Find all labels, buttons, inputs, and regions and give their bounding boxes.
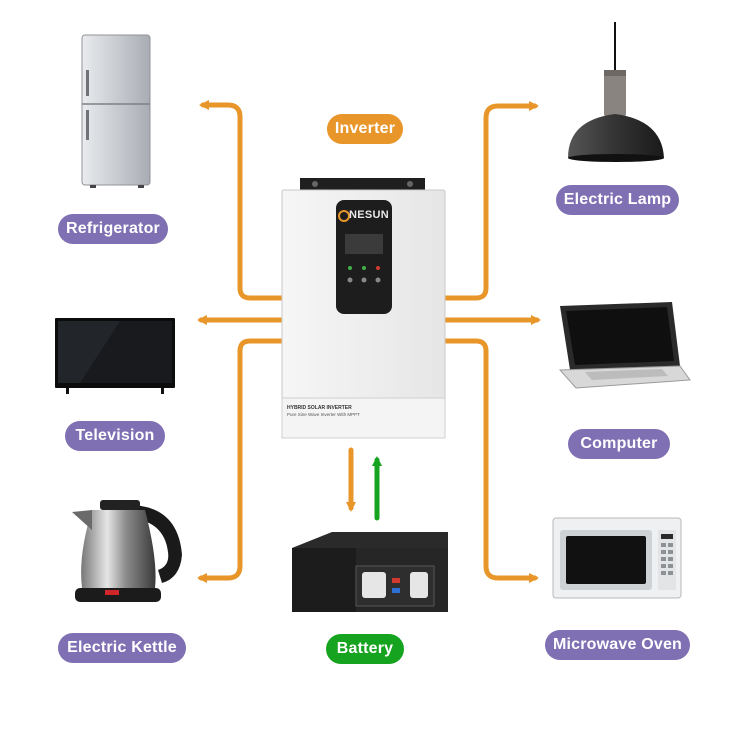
computer-image <box>558 302 691 389</box>
inverter-brand: NESUN <box>349 209 389 221</box>
arrow-to-microwave-oven <box>443 338 539 583</box>
brand-text: NESUN <box>349 209 390 221</box>
arrow-to-electric-kettle <box>197 338 285 583</box>
computer-label: Computer <box>568 429 670 459</box>
arrow-to-refrigerator <box>199 100 285 301</box>
battery-label: Battery <box>326 634 404 664</box>
battery-image <box>292 532 448 612</box>
refrigerator-image <box>81 34 151 188</box>
electric-lamp-label: Electric Lamp <box>556 185 679 215</box>
electric-lamp-image <box>568 22 664 162</box>
inverter-image <box>281 178 446 439</box>
television-image <box>55 318 175 394</box>
arrow-to-electric-lamp <box>443 101 539 301</box>
television-label: Television <box>65 421 165 451</box>
flow-arrows <box>197 100 541 583</box>
inverter-label: Inverter <box>327 114 403 144</box>
microwave-oven-label: Microwave Oven <box>545 630 690 660</box>
electric-kettle-label: Electric Kettle <box>58 633 186 663</box>
inverter-product-line: HYBRID SOLAR INVERTER <box>287 405 352 411</box>
microwave-oven-image <box>552 517 682 599</box>
refrigerator-label: Refrigerator <box>58 214 168 244</box>
electric-kettle-image <box>72 500 182 602</box>
inverter-product-sub: Pure Sine Wave Inverter With MPPT <box>287 412 360 417</box>
